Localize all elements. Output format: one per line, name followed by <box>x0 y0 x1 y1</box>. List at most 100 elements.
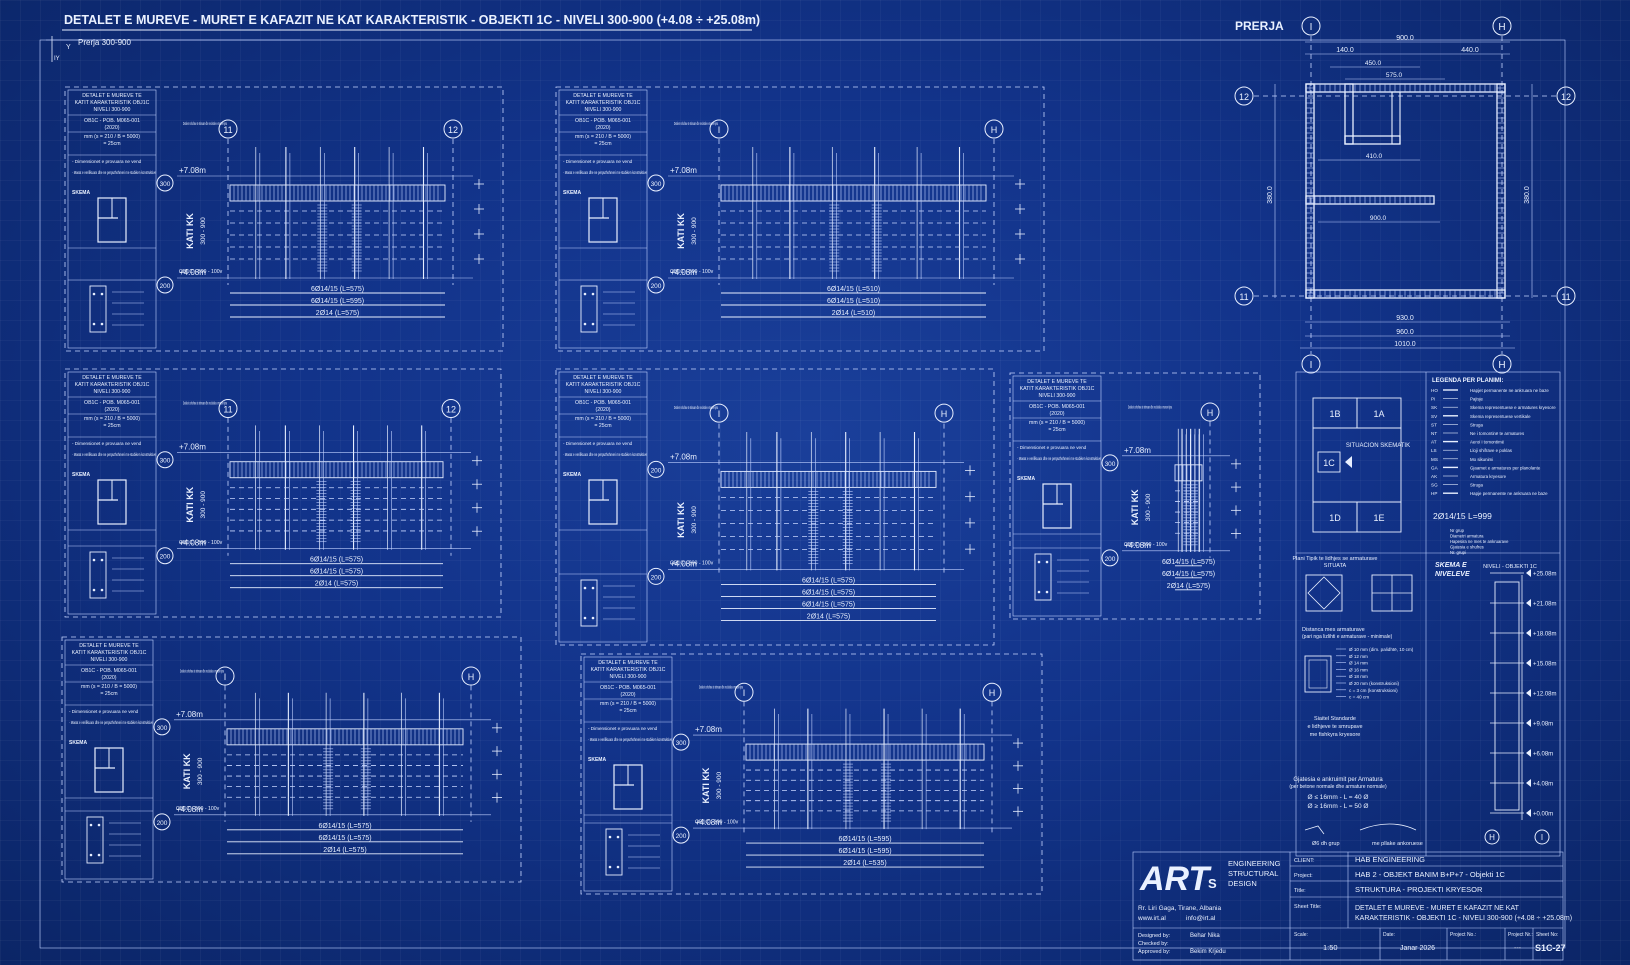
level-top-label: +7.08m <box>695 725 722 734</box>
axis-bubble-12-right <box>1556 86 1576 106</box>
info-box-ref-year: (2020) <box>621 692 636 698</box>
anchorage-rule: Ø ≤ 16mm - L = 40 Ø <box>1308 794 1369 801</box>
floor-range: 300 - 900 <box>197 757 204 785</box>
levels-axis-label-h: H <box>1489 833 1495 842</box>
info-box-note: - Dimensionet e provuara ne vend <box>72 159 142 164</box>
axis-label-h-top: H <box>1498 22 1505 33</box>
panel-frame <box>1009 372 1261 620</box>
levels-core <box>1494 581 1520 811</box>
firm-email: info@irt.al <box>1186 915 1216 922</box>
level-bubble-bottom-label: 200 <box>651 574 662 581</box>
info-box-title: KATIT KARAKTERISTIK OBJ1C <box>566 100 641 106</box>
corner-iy: IY <box>54 56 60 62</box>
detail-note-text: Detale te shufrave te stimuare dhe ne de… <box>183 401 227 406</box>
level-bubble-top-label: 300 <box>651 181 662 188</box>
slab-band <box>226 728 464 746</box>
info-box <box>1012 375 1102 617</box>
axis-bubble-left-label: I <box>743 688 746 698</box>
distance-line: Ø 10 mm (dim. palidhtë, 10 cm) <box>1349 647 1414 652</box>
situation-label: SITUACION SKEMATIK <box>1346 443 1410 449</box>
dim-inner-b: 900.0 <box>1370 215 1387 222</box>
rebar-dot <box>583 292 587 296</box>
info-box-title: DETALET E MUREVE TE <box>82 375 142 381</box>
situation-cell-label: 1C <box>1323 458 1335 468</box>
checked-label: Checked by: <box>1138 941 1169 947</box>
detail-note-text: Detale te shufrave te stimuare dhe ne de… <box>180 668 224 673</box>
info-box-spec: mm (s = 210 / B = 5000) <box>1029 420 1085 426</box>
typical-tie-diamond <box>1307 576 1341 610</box>
rebar-dot <box>100 292 104 296</box>
axis-bubble-left <box>709 119 729 139</box>
level-value: +25.08m <box>1533 572 1557 578</box>
bar-schedule-label: 6Ø14/15 (L=575) <box>310 569 363 576</box>
axis-bubble-right <box>443 119 463 139</box>
rebar-cage <box>1174 428 1204 552</box>
project-value: HAB 2 - OBJEKT BANIM B+P+7 - Objekti 1C <box>1355 870 1505 879</box>
level-triangle-icon <box>1526 599 1531 607</box>
level-top-label: +7.08m <box>176 710 203 719</box>
axis-label-i-top: I <box>1310 22 1313 33</box>
info-box-skema: SKEMA <box>1017 476 1035 482</box>
legend-bar-note: Nr. grupi <box>1450 550 1466 555</box>
info-box-spec: = 25cm <box>594 141 611 147</box>
section-detail <box>1034 553 1052 601</box>
level-bubble-top <box>647 174 665 192</box>
section-detail <box>580 579 598 627</box>
detail-note-text: Detale te shufrave te stimuare dhe ne de… <box>183 121 227 126</box>
section-detail <box>605 828 623 876</box>
info-box-spec: = 25cm <box>103 423 120 429</box>
typical-subtitle: SITUATA <box>1324 563 1347 569</box>
elevation-ref: OB1C - 300 - 100v <box>179 269 223 275</box>
dim-side-right: 380.0 <box>1524 186 1531 204</box>
axis-bubble-left <box>218 119 238 139</box>
level-value: +9.08m <box>1533 722 1553 728</box>
situation-cell <box>1356 501 1402 533</box>
title-label: Title: <box>1294 888 1306 894</box>
axis-bubble-h-top <box>1492 16 1512 36</box>
dim-top-c: 450.0 <box>1365 60 1382 67</box>
anchorage-rule: Ø ≥ 16mm - L = 50 Ø <box>1308 803 1369 810</box>
axis-bubble-right <box>982 682 1002 702</box>
info-box-note: - Dimensionet e provuara ne vend <box>588 726 658 731</box>
info-box-note: - Masat e verifikuara dhe ne perputhshme… <box>72 170 156 175</box>
detail-note: Detale te shufrave te stimuare dhe ne de… <box>183 401 227 406</box>
info-box-ref: OB1C - POB. M065-001 <box>84 118 140 124</box>
approved-value: Bekim Krjedu <box>1190 949 1226 955</box>
firm-web: www.irt.al <box>1137 915 1166 922</box>
distance-line: c = 3 cm (konstruksioni) <box>1349 688 1398 693</box>
level-top-label: +7.08m <box>670 166 697 175</box>
info-box-title: DETALET E MUREVE TE <box>1027 379 1087 385</box>
info-box-title: NIVELI 300-900 <box>94 107 131 113</box>
legend-item-text: Ne i tomontinë te armatures <box>1470 431 1525 436</box>
floor-label: KATI KK <box>1130 489 1140 525</box>
legend-item-text: Struga <box>1470 483 1483 488</box>
level-bubble-bottom <box>156 547 174 565</box>
elevation-ref: OB1C - 300 - 100v <box>176 806 220 812</box>
info-box-ref-year: (2020) <box>102 675 117 681</box>
sheet-border <box>39 39 1566 949</box>
level-value: +12.08m <box>1533 692 1557 698</box>
info-box-title: KATIT KARAKTERISTIK OBJ1C <box>72 650 147 656</box>
level-bottom-label: +4.08m <box>179 268 206 277</box>
rebar-dot <box>608 865 612 869</box>
legend-bar-note: Hapesira ne mes te ankruarave <box>1450 539 1509 544</box>
sheet-no-value: S1C-27 <box>1535 943 1566 953</box>
detail-note-text: Detale te shufrave te stimuare dhe ne de… <box>674 121 718 126</box>
legend-title: LEGENDA PER PLANIMI: <box>1432 378 1503 384</box>
firm-name-line: STRUCTURAL <box>1228 869 1278 878</box>
level-bubble-top-label: 300 <box>160 181 171 188</box>
levels-title: SKEMA E <box>1435 562 1467 569</box>
elevation-ref: OB1C - 300 - 100v <box>670 560 714 566</box>
legend-item-text: Lloji shifrave e poklas <box>1470 448 1513 453</box>
info-box-note: - Dimensionet e provuara ne vend <box>69 709 139 714</box>
legend-code: SK <box>1431 405 1438 410</box>
axis-label-h-bottom: H <box>1498 360 1505 371</box>
section-detail <box>580 285 598 333</box>
rebar-cage <box>745 708 985 830</box>
